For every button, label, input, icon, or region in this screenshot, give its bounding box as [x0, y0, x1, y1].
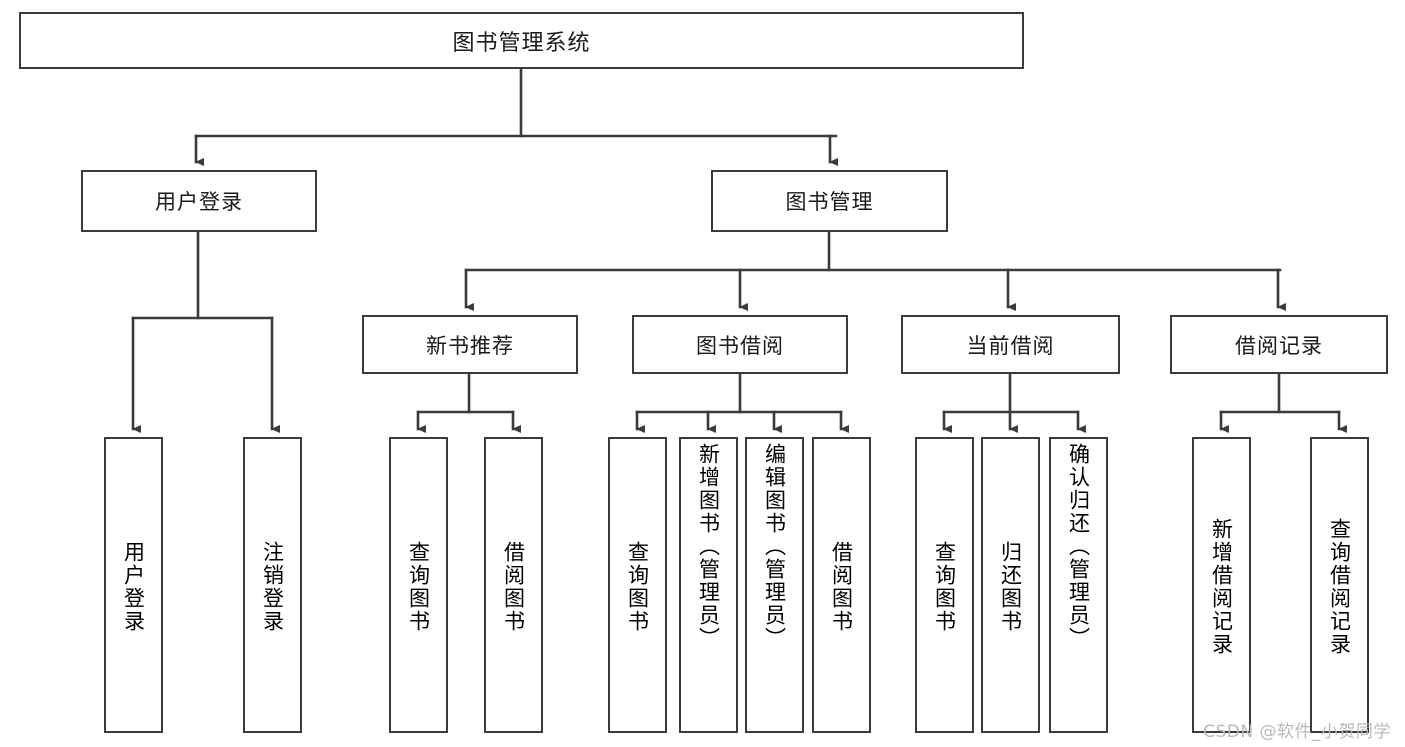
node-label: 图书借阅 [696, 333, 784, 358]
leaf-label: 用户登录 [121, 541, 146, 633]
node-label: 用户登录 [155, 190, 243, 214]
leaf-book-borrow-borrow[interactable]: 借阅图书 [812, 437, 871, 733]
node-label: 图书管理 [785, 190, 874, 214]
leaf-label: 查询图书 [625, 541, 650, 633]
leaf-current-borrow-query[interactable]: 查询图书 [915, 437, 974, 733]
node-label: 新书推荐 [426, 333, 514, 358]
leaf-label: 确认归还（管理员） [1066, 443, 1091, 650]
leaf-label: 借阅图书 [829, 541, 854, 633]
node-book-borrow[interactable]: 图书借阅 [632, 315, 848, 374]
leaf-label: 借阅图书 [501, 541, 526, 633]
leaf-book-borrow-query[interactable]: 查询图书 [608, 437, 667, 733]
leaf-label: 注销登录 [260, 541, 285, 633]
leaf-label: 查询图书 [406, 541, 431, 633]
node-user-login[interactable]: 用户登录 [81, 170, 317, 232]
leaf-current-borrow-confirm[interactable]: 确认归还（管理员） [1049, 437, 1108, 733]
node-new-book-recommend[interactable]: 新书推荐 [362, 315, 578, 374]
leaf-label: 归还图书 [998, 541, 1023, 633]
leaf-user-login-login[interactable]: 用户登录 [104, 437, 163, 733]
watermark-text: CSDN @软件_小贺同学 [1203, 722, 1391, 742]
leaf-label: 新增图书（管理员） [696, 443, 721, 650]
leaf-user-login-logout[interactable]: 注销登录 [243, 437, 302, 733]
leaf-borrow-record-query[interactable]: 查询借阅记录 [1310, 437, 1369, 733]
node-current-borrow[interactable]: 当前借阅 [901, 315, 1120, 374]
leaf-book-borrow-edit[interactable]: 编辑图书（管理员） [745, 437, 804, 733]
leaf-borrow-record-add[interactable]: 新增借阅记录 [1192, 437, 1251, 733]
node-label: 借阅记录 [1235, 333, 1323, 358]
leaf-label: 新增借阅记录 [1209, 518, 1234, 656]
leaf-book-borrow-add[interactable]: 新增图书（管理员） [679, 437, 738, 733]
leaf-label: 查询图书 [932, 541, 957, 633]
leaf-label: 编辑图书（管理员） [762, 443, 787, 650]
node-label: 图书管理系统 [452, 30, 591, 56]
node-root-system[interactable]: 图书管理系统 [19, 12, 1024, 69]
node-label: 当前借阅 [966, 333, 1055, 358]
leaf-new-book-borrow[interactable]: 借阅图书 [484, 437, 543, 733]
node-book-management[interactable]: 图书管理 [711, 170, 948, 232]
leaf-current-borrow-return[interactable]: 归还图书 [981, 437, 1040, 733]
leaf-new-book-query[interactable]: 查询图书 [389, 437, 448, 733]
leaf-label: 查询借阅记录 [1327, 518, 1352, 656]
node-borrow-record[interactable]: 借阅记录 [1170, 315, 1388, 374]
